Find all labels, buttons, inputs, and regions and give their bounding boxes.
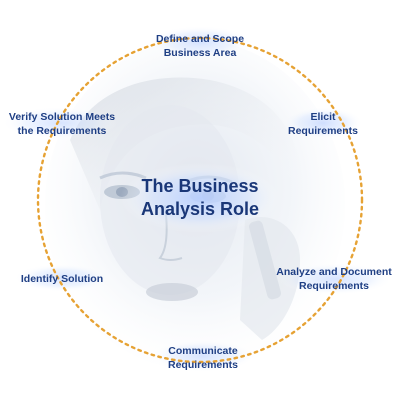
node-elicit: Elicit Requirements [278,110,368,138]
center-title: The Business Analysis Role [120,175,280,221]
process-cycle-circle [36,36,364,364]
center-title-line-1: The Business [141,176,259,196]
node-analyze-document: Analyze and Document Requirements [264,265,400,293]
node-label-line: Requirements [287,125,359,137]
node-label-line: Requirements [298,280,370,292]
node-label-line: Define and Scope [155,33,245,45]
node-label-line: Elicit [310,111,336,123]
node-communicate: Communicate Requirements [140,344,266,372]
center-title-line-2: Analysis Role [140,199,260,219]
node-label-line: the Requirements [17,125,107,137]
node-label-line: Verify Solution Meets [8,111,116,123]
node-define-scope: Define and Scope Business Area [130,32,270,60]
node-identify-solution: Identify Solution [4,272,120,286]
node-label-line: Business Area [163,47,237,59]
node-label-line: Analyze and Document [276,266,392,278]
glow-highlights [2,26,393,372]
node-label-line: Requirements [167,359,239,371]
node-verify-solution: Verify Solution Meets the Requirements [0,110,124,138]
node-label-line: Identify Solution [20,273,104,285]
node-label-line: Communicate [168,345,238,357]
